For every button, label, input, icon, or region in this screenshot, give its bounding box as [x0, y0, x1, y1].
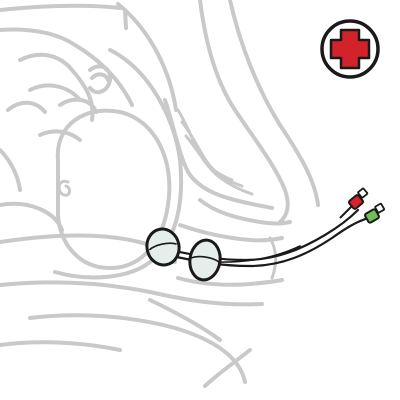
spine-curve [198, 0, 290, 224]
fetal-ear [57, 179, 72, 197]
vaginal-balloon [188, 238, 222, 282]
left-torso [0, 148, 64, 232]
fetal-body [6, 52, 95, 122]
upper-body-curve [0, 27, 134, 107]
abdominal-wall [0, 2, 178, 112]
perineum-line [148, 298, 222, 342]
uterine-balloon [145, 227, 181, 267]
rectum-folds [176, 108, 254, 196]
posterior-wall [198, 198, 292, 226]
uterus-wall [53, 48, 184, 280]
green-port [357, 202, 385, 224]
vaginal-wall-upper [178, 223, 284, 243]
balloon-catheter [145, 187, 385, 282]
anatomy-outline [0, 0, 320, 388]
red-port [339, 187, 369, 219]
cervix-fold-upper [163, 98, 274, 210]
buttock-curve [28, 313, 247, 384]
fetal-hand [38, 72, 110, 142]
thigh-outline [0, 340, 252, 388]
back-contour [228, 0, 320, 207]
catheter-lumen-line [214, 245, 301, 263]
lower-pelvis [0, 280, 264, 307]
vaginal-wall-lower [176, 276, 284, 287]
red-cross-icon [320, 19, 380, 79]
